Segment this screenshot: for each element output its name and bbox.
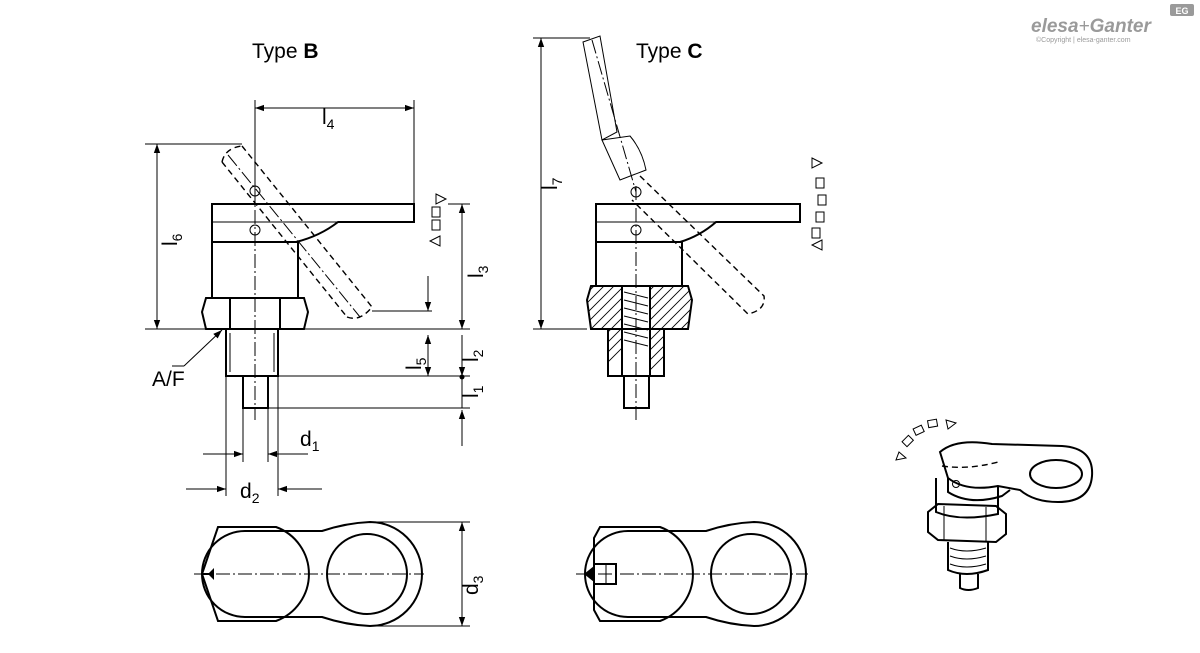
dim-l2-label: l2 [460,349,486,362]
type-c-dimension-l7: l7 [533,37,590,330]
isometric-view [895,418,1094,591]
type-c-rotation-indicator-icon [810,157,827,251]
copyright-text: ©Copyright | elesa-ganter.com [1036,36,1131,44]
type-c-title: Type C [636,40,703,63]
type-c-side-view [582,35,801,420]
dim-d3-label: d3 [460,575,486,595]
iso-rotation-indicator-icon [895,418,958,461]
type-b-title: Type B [252,40,319,63]
type-c-top-view [576,520,808,628]
dim-d1-label: d1 [300,428,320,454]
type-c-raised-lever [582,35,765,315]
brand-logo: elesa+Ganter EG ©Copyright | elesa-gante… [1031,4,1194,44]
dim-l1-label: l1 [460,385,486,398]
type-b-rotation-indicator-icon [428,193,448,247]
svg-text:elesa+Ganter: elesa+Ganter [1031,16,1153,37]
logo-badge-box [1170,4,1194,16]
logo-plus: + [1079,16,1090,37]
dim-af-label: A/F [152,368,185,391]
dimension-d3: d3 [370,521,486,627]
logo-ganter: Ganter [1090,16,1153,37]
type-c-spring [623,291,649,347]
dim-l7-label: l7 [539,177,565,190]
dim-l5-label: l5 [403,357,429,370]
type-b-dimensions: l4 l6 l3 l5 l2 l1 d1 [145,100,491,506]
dim-l4-label: l4 [322,106,335,132]
type-b-top-view [194,520,424,628]
logo-badge-text: EG [1175,6,1188,16]
dim-d2-label: d2 [240,480,260,506]
logo-elesa: elesa [1031,16,1079,37]
dim-l3-label: l3 [465,265,491,278]
type-b-side-view [200,100,415,420]
type-b-swung-lever [221,145,373,319]
type-b-lever [211,203,415,243]
dim-l6-label: l6 [159,233,185,246]
